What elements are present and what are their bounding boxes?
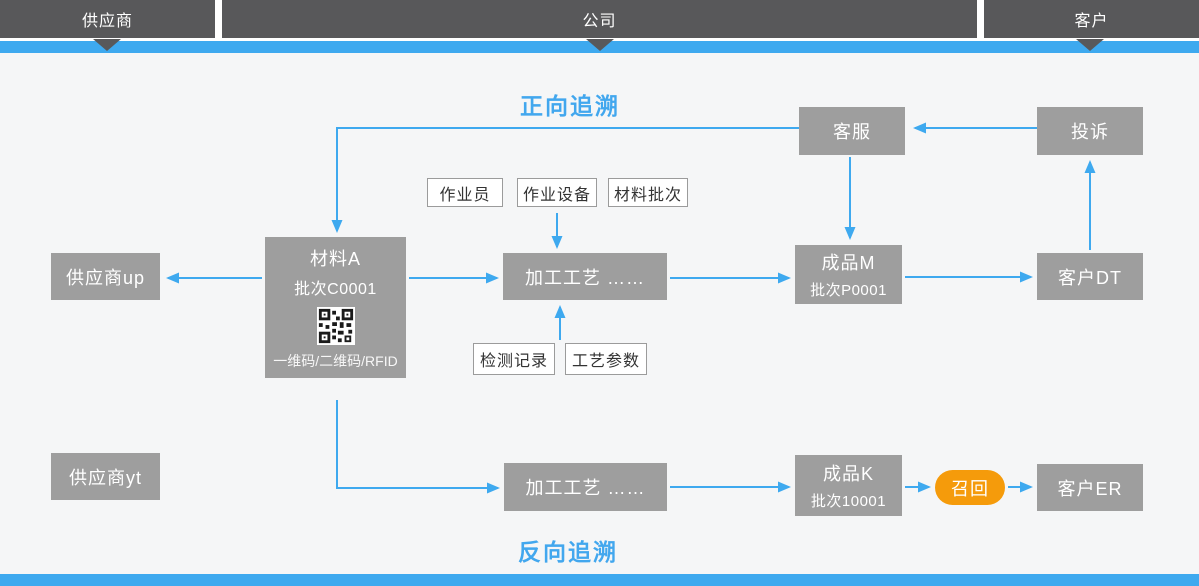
node-product-m-name: 成品M bbox=[821, 253, 876, 273]
label-operator-text: 作业员 bbox=[439, 186, 491, 204]
node-supplier-up: 供应商up bbox=[51, 253, 160, 300]
node-material-a-codes-label: 一维码/二维码/RFID bbox=[273, 352, 398, 369]
node-supplier-yt: 供应商yt bbox=[51, 453, 160, 500]
label-material-batch: 材料批次 bbox=[608, 178, 688, 207]
node-supplier-yt-label: 供应商yt bbox=[68, 467, 142, 488]
node-customer-er: 客户ER bbox=[1037, 464, 1143, 511]
node-process-forward: 加工工艺 …… bbox=[503, 253, 667, 300]
node-material-a: 材料A 批次C0001 bbox=[265, 237, 406, 378]
node-customer-dt: 客户DT bbox=[1037, 253, 1143, 300]
lane-supplier-pointer-icon bbox=[93, 39, 121, 51]
node-recall: 召回 bbox=[935, 470, 1005, 505]
node-product-k: 成品K 批次10001 bbox=[795, 455, 902, 516]
lane-supplier-label: 供应商 bbox=[81, 13, 133, 30]
lane-company-label: 公司 bbox=[582, 13, 617, 30]
node-process-backward-label: 加工工艺 …… bbox=[525, 478, 646, 498]
lane-customer: 客户 bbox=[984, 0, 1199, 38]
label-material-batch-text: 材料批次 bbox=[613, 186, 682, 204]
lane-customer-pointer-icon bbox=[1076, 39, 1104, 51]
forward-trace-title: 正向追溯 bbox=[520, 93, 620, 119]
lane-supplier: 供应商 bbox=[0, 0, 215, 38]
label-inspection-record: 检测记录 bbox=[473, 343, 555, 375]
node-process-backward: 加工工艺 …… bbox=[504, 463, 667, 511]
node-product-k-name: 成品K bbox=[822, 464, 874, 484]
label-process-params-text: 工艺参数 bbox=[571, 353, 640, 370]
label-equipment: 作业设备 bbox=[517, 178, 597, 207]
node-material-a-batch: 批次C0001 bbox=[294, 280, 377, 298]
arrow-material-a-to-process-backward bbox=[336, 400, 500, 494]
node-product-m: 成品M 批次P0001 bbox=[795, 245, 902, 304]
node-recall-label: 召回 bbox=[951, 478, 989, 499]
node-customer-service: 客服 bbox=[799, 107, 905, 155]
label-process-params: 工艺参数 bbox=[565, 343, 647, 375]
node-customer-service-label: 客服 bbox=[833, 122, 871, 142]
node-product-m-batch: 批次P0001 bbox=[810, 282, 887, 299]
label-equipment-text: 作业设备 bbox=[522, 186, 591, 204]
bottom-blue-bar bbox=[0, 574, 1199, 586]
node-complaint: 投诉 bbox=[1037, 107, 1143, 155]
node-material-a-name: 材料A bbox=[309, 248, 361, 269]
node-product-k-batch: 批次10001 bbox=[810, 493, 887, 510]
label-inspection-record-text: 检测记录 bbox=[479, 353, 548, 370]
lane-company-pointer-icon bbox=[586, 39, 614, 51]
node-supplier-up-label: 供应商up bbox=[65, 267, 146, 288]
lane-company: 公司 bbox=[222, 0, 977, 38]
qr-code-icon bbox=[316, 306, 355, 345]
backward-trace-title: 反向追溯 bbox=[518, 539, 618, 565]
label-operator: 作业员 bbox=[427, 178, 503, 207]
node-customer-er-label: 客户ER bbox=[1057, 478, 1123, 499]
node-customer-dt-label: 客户DT bbox=[1058, 267, 1122, 288]
node-process-forward-label: 加工工艺 …… bbox=[524, 267, 645, 288]
lane-customer-label: 客户 bbox=[1074, 13, 1109, 30]
node-complaint-label: 投诉 bbox=[1071, 122, 1109, 142]
